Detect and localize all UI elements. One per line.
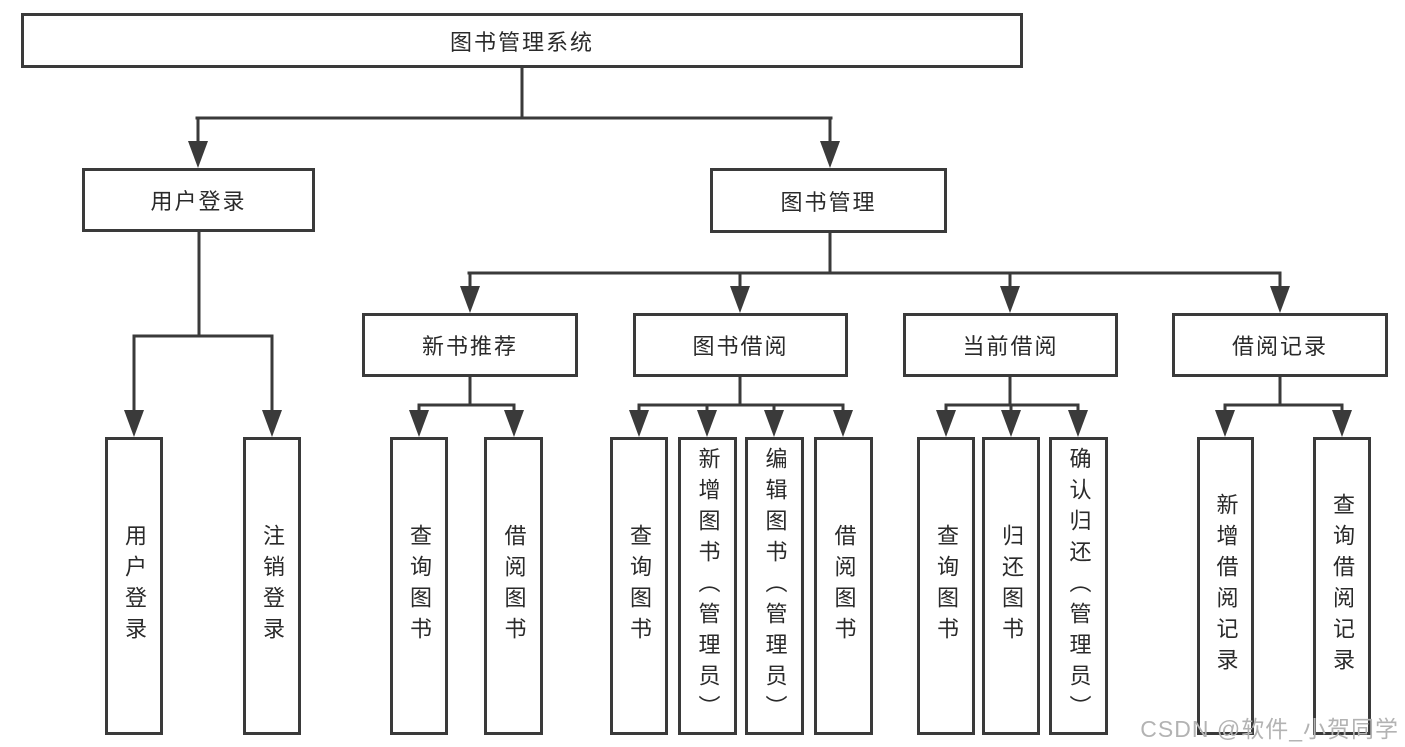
leaf-edit-books-admin: 编辑图书（管理员） <box>745 437 804 735</box>
node-new-book-recommend: 新书推荐 <box>362 313 578 377</box>
node-current-borrowing: 当前借阅 <box>903 313 1118 377</box>
leaf-borrow-books: 借阅图书 <box>484 437 543 735</box>
leaf-query-books: 查询图书 <box>917 437 975 735</box>
leaf-logout: 注销登录 <box>243 437 301 735</box>
leaf-return-books: 归还图书 <box>982 437 1040 735</box>
csdn-watermark: CSDN @软件_小贺同学 <box>1140 716 1399 742</box>
leaf-query-borrow-record: 查询借阅记录 <box>1313 437 1371 735</box>
node-book-management-branch: 图书管理 <box>710 168 947 233</box>
node-user-login-branch: 用户登录 <box>82 168 315 232</box>
leaf-confirm-return-admin: 确认归还（管理员） <box>1049 437 1108 735</box>
leaf-user-login: 用户登录 <box>105 437 163 735</box>
node-borrowing-records: 借阅记录 <box>1172 313 1388 377</box>
leaf-query-books: 查询图书 <box>390 437 448 735</box>
leaf-borrow-books: 借阅图书 <box>814 437 873 735</box>
node-book-borrowing: 图书借阅 <box>633 313 848 377</box>
node-library-system-root: 图书管理系统 <box>21 13 1023 68</box>
leaf-add-books-admin: 新增图书（管理员） <box>678 437 737 735</box>
leaf-add-borrow-record: 新增借阅记录 <box>1197 437 1254 735</box>
leaf-query-books: 查询图书 <box>610 437 668 735</box>
